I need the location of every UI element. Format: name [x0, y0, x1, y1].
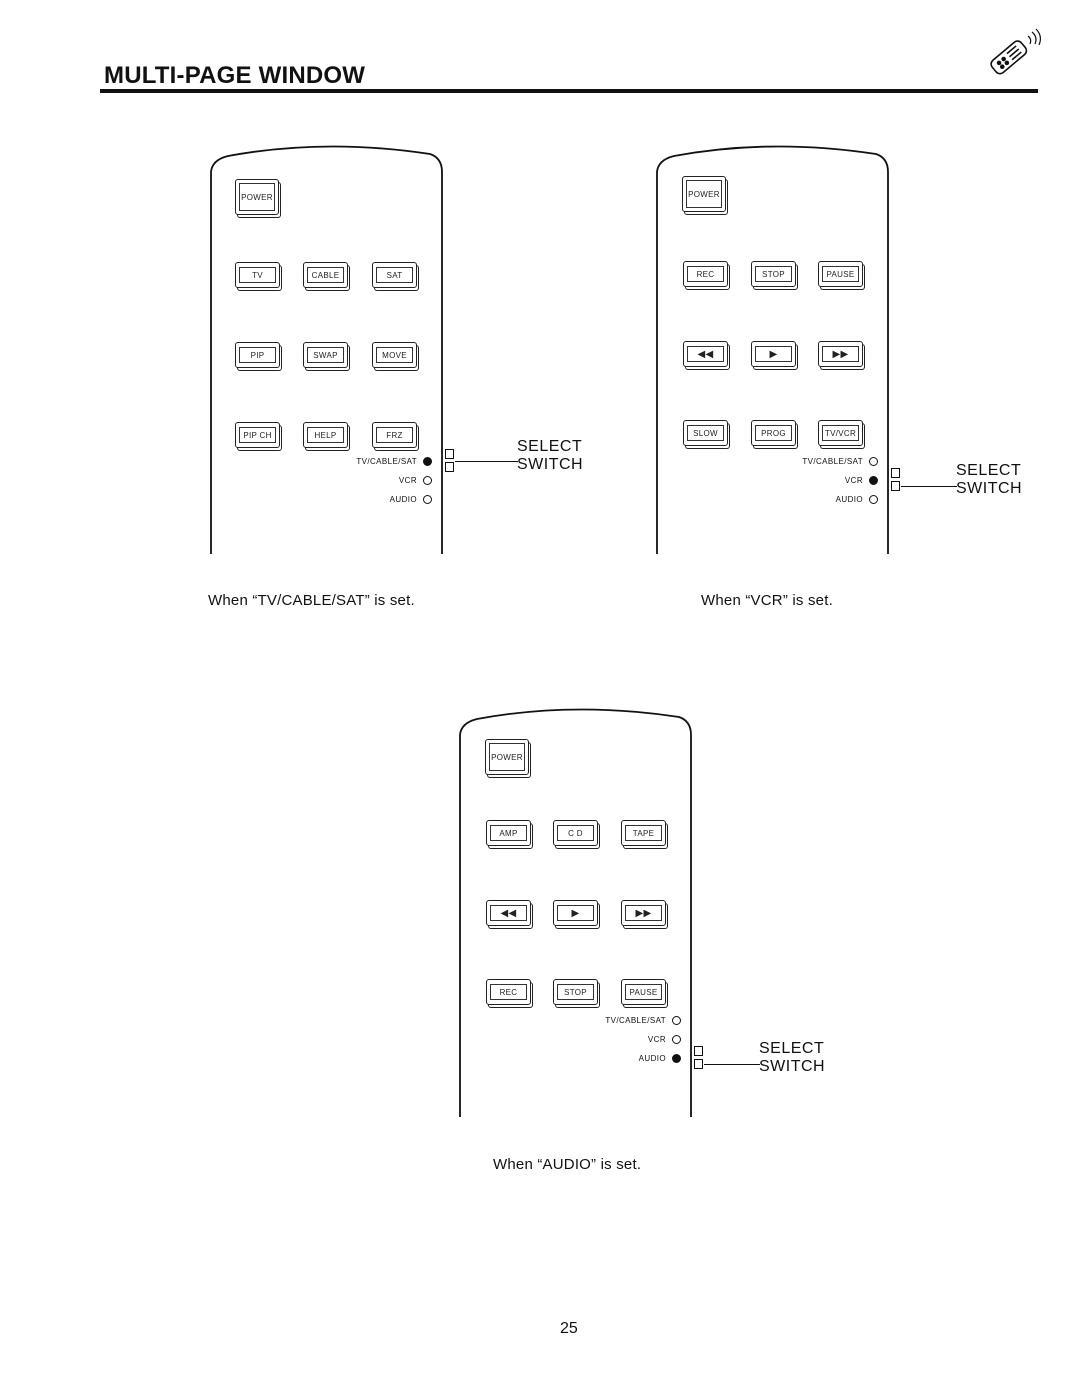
mode-tv-cable-sat: TV/CABLE/SAT [290, 452, 432, 471]
remote-body-outline [459, 708, 692, 1117]
mode-vcr: VCR [539, 1030, 681, 1049]
play-icon: ▶ [769, 348, 778, 360]
mode-tv-cable-sat: TV/CABLE/SAT [539, 1011, 681, 1030]
stop-button[interactable]: STOP [553, 979, 598, 1005]
select-switch-lower[interactable] [445, 462, 454, 472]
fast-forward-button[interactable]: ▶▶ [621, 900, 666, 926]
tv-button[interactable]: TV [235, 262, 280, 288]
indicator-on-icon [672, 1054, 681, 1063]
fast-forward-icon: ▶▶ [832, 348, 849, 360]
mode-vcr: VCR [736, 471, 878, 490]
select-switch-label: SELECT SWITCH [759, 1040, 826, 1075]
indicator-off-icon [869, 495, 878, 504]
mode-audio: AUDIO [736, 490, 878, 509]
move-button[interactable]: MOVE [372, 342, 417, 368]
switch-leader-line [901, 486, 957, 488]
select-switch-label: SELECT SWITCH [956, 462, 1023, 497]
mode-indicators: TV/CABLE/SAT VCR AUDIO [290, 452, 432, 509]
power-button[interactable]: POWER [235, 179, 279, 215]
remote-vcr: POWER REC STOP PAUSE ◀◀ ▶ ▶▶ SLOW PROG T… [656, 144, 900, 554]
select-switch-upper[interactable] [445, 449, 454, 459]
pause-button[interactable]: PAUSE [621, 979, 666, 1005]
remote-body-outline [210, 145, 443, 554]
remote-control-icon [990, 28, 1042, 75]
rewind-icon: ◀◀ [500, 907, 517, 919]
amp-button[interactable]: AMP [486, 820, 531, 846]
indicator-off-icon [423, 476, 432, 485]
indicator-on-icon [423, 457, 432, 466]
caption-audio: When “AUDIO” is set. [493, 1156, 642, 1173]
power-button[interactable]: POWER [485, 739, 529, 775]
caption-tv-cable-sat: When “TV/CABLE/SAT” is set. [208, 592, 415, 609]
cable-button[interactable]: CABLE [303, 262, 348, 288]
rewind-button[interactable]: ◀◀ [486, 900, 531, 926]
power-button[interactable]: POWER [682, 176, 726, 212]
fast-forward-icon: ▶▶ [635, 907, 652, 919]
switch-leader-line [704, 1064, 760, 1066]
mode-indicators: TV/CABLE/SAT VCR AUDIO [736, 452, 878, 509]
indicator-off-icon [869, 457, 878, 466]
remote-tv-cable-sat: POWER TV CABLE SAT PIP SWAP MOVE PIP CH … [210, 144, 454, 554]
help-button[interactable]: HELP [303, 422, 348, 448]
page-number: 25 [560, 1320, 578, 1337]
rewind-button[interactable]: ◀◀ [683, 341, 728, 367]
sat-button[interactable]: SAT [372, 262, 417, 288]
pause-button[interactable]: PAUSE [818, 261, 863, 287]
title-rule [100, 89, 1038, 93]
remote-body-outline [656, 145, 889, 554]
fast-forward-button[interactable]: ▶▶ [818, 341, 863, 367]
slow-button[interactable]: SLOW [683, 420, 728, 446]
play-icon: ▶ [571, 907, 580, 919]
mode-audio: AUDIO [539, 1049, 681, 1068]
play-button[interactable]: ▶ [553, 900, 598, 926]
stop-button[interactable]: STOP [751, 261, 796, 287]
mode-tv-cable-sat: TV/CABLE/SAT [736, 452, 878, 471]
select-switch-upper[interactable] [694, 1046, 703, 1056]
tape-button[interactable]: TAPE [621, 820, 666, 846]
mode-vcr: VCR [290, 471, 432, 490]
select-switch-label: SELECT SWITCH [517, 438, 584, 473]
swap-button[interactable]: SWAP [303, 342, 348, 368]
pip-button[interactable]: PIP [235, 342, 280, 368]
page-title: MULTI-PAGE WINDOW [104, 62, 366, 89]
pip-ch-button[interactable]: PIP CH [235, 422, 280, 448]
select-switch-lower[interactable] [694, 1059, 703, 1069]
tv-vcr-button[interactable]: TV/VCR [818, 420, 863, 446]
remote-audio: POWER AMP C D TAPE ◀◀ ▶ ▶▶ REC STOP PAUS… [459, 707, 703, 1117]
cd-button[interactable]: C D [553, 820, 598, 846]
select-switch-lower[interactable] [891, 481, 900, 491]
switch-leader-line [455, 461, 518, 463]
indicator-on-icon [869, 476, 878, 485]
rewind-icon: ◀◀ [697, 348, 714, 360]
prog-button[interactable]: PROG [751, 420, 796, 446]
rec-button[interactable]: REC [683, 261, 728, 287]
indicator-off-icon [672, 1016, 681, 1025]
select-switch-upper[interactable] [891, 468, 900, 478]
mode-audio: AUDIO [290, 490, 432, 509]
rec-button[interactable]: REC [486, 979, 531, 1005]
indicator-off-icon [423, 495, 432, 504]
frz-button[interactable]: FRZ [372, 422, 417, 448]
mode-indicators: TV/CABLE/SAT VCR AUDIO [539, 1011, 681, 1068]
play-button[interactable]: ▶ [751, 341, 796, 367]
indicator-off-icon [672, 1035, 681, 1044]
caption-vcr: When “VCR” is set. [701, 592, 833, 609]
